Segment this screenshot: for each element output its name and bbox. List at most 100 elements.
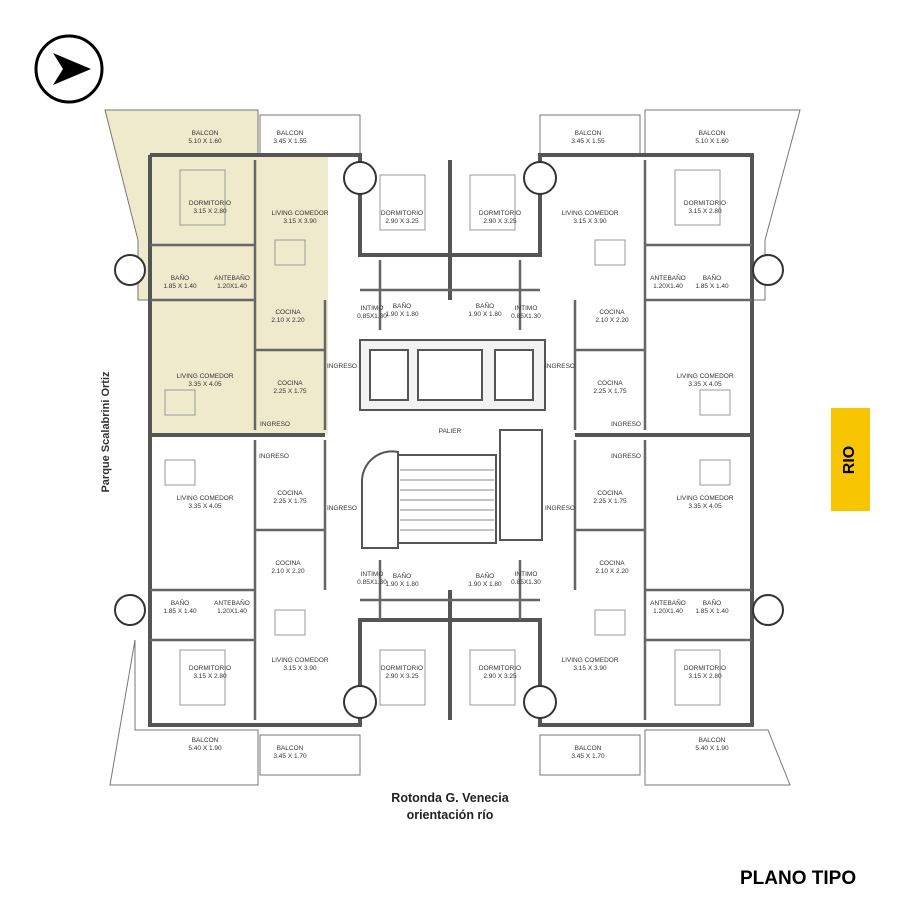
room-name-2: BALCON [575,130,602,137]
room-name-25: LIVING COMEDOR [676,373,733,380]
caption: Rotonda G. Venecia orientación río [360,790,540,824]
room-name-29: INGRESO [259,453,289,460]
page-title: PLANO TIPO [740,868,857,889]
room-name-51: LIVING COMEDOR [561,657,618,664]
room-name-45: ANTEBAÑO [650,598,686,607]
room-name-31: LIVING COMEDOR [176,495,233,502]
room-name-46: BAÑO [703,598,721,607]
room-dims-16: 1.90 X 1.80 [385,311,419,318]
room-name-5: LIVING COMEDOR [271,210,328,217]
north-arrow-icon [34,34,104,104]
caption-line-1: Rotonda G. Venecia [391,791,509,805]
room-dims-51: 3.15 X 3.90 [573,665,607,672]
room-name-43: BAÑO [171,598,189,607]
room-name-21: COCINA [277,380,303,387]
room-dims-13: 1.85 X 1.40 [695,283,729,290]
room-name-11: ANTEBAÑO [214,273,250,282]
room-name-32: COCINA [277,490,303,497]
room-name-22: INGRESO [327,363,357,370]
room-name-52: DORMITORIO [684,665,726,672]
room-name-0: BALCON [192,130,219,137]
room-name-6: DORMITORIO [381,210,423,217]
room-name-30: INGRESO [611,453,641,460]
room-name-47: DORMITORIO [189,665,231,672]
room-name-27: PALIER [439,428,462,435]
room-dims-38: 0.85X1.30 [357,579,387,586]
room-name-56: BALCON [699,737,726,744]
room-dims-24: 2.25 X 1.75 [593,388,627,395]
room-dims-21: 2.25 X 1.75 [273,388,307,395]
room-name-20: LIVING COMEDOR [176,373,233,380]
room-dims-50: 2.90 X 3.25 [483,673,517,680]
furniture [164,169,731,706]
room-dims-15: 0.85X1.30 [357,313,387,320]
room-name-7: DORMITORIO [479,210,521,217]
room-name-24: COCINA [597,380,623,387]
room-dims-53: 5.40 X 1.90 [188,745,222,752]
room-name-50: DORMITORIO [479,665,521,672]
columns [114,161,784,719]
room-dims-52: 3.15 X 2.80 [688,673,722,680]
room-dims-44: 1.20X1.40 [217,608,247,615]
river-label: RIO [841,445,859,474]
room-dims-1: 3.45 X 1.55 [273,138,307,145]
room-dims-25: 3.35 X 4.05 [688,381,722,388]
room-name-8: LIVING COMEDOR [561,210,618,217]
room-name-40: BAÑO [476,571,494,580]
room-name-39: BAÑO [393,571,411,580]
room-dims-39: 1.90 X 1.80 [385,581,419,588]
room-dims-35: 2.25 X 1.75 [593,498,627,505]
room-name-15: INTIMO [361,305,384,312]
stairs [400,469,494,531]
room-name-48: LIVING COMEDOR [271,657,328,664]
room-name-35: COCINA [597,490,623,497]
room-name-26: INGRESO [260,421,290,428]
room-dims-14: 2.10 X 2.20 [271,317,305,324]
room-name-14: COCINA [275,309,301,316]
room-name-41: INTIMO [515,571,538,578]
park-label: Parque Scalabrini Ortiz [100,371,112,493]
room-name-54: BALCON [277,745,304,752]
room-dims-0: 5.10 X 1.60 [188,138,222,145]
room-name-1: BALCON [277,130,304,137]
room-dims-56: 5.40 X 1.90 [695,745,729,752]
room-name-28: INGRESO [611,421,641,428]
room-dims-45: 1.20X1.40 [653,608,683,615]
room-dims-8: 3.15 X 3.90 [573,218,607,225]
room-name-4: DORMITORIO [189,200,231,207]
room-name-44: ANTEBAÑO [214,598,250,607]
room-dims-32: 2.25 X 1.75 [273,498,307,505]
room-name-10: BAÑO [171,273,189,282]
room-name-13: BAÑO [703,273,721,282]
room-dims-9: 3.15 X 2.80 [688,208,722,215]
room-dims-54: 3.45 X 1.70 [273,753,307,760]
room-dims-19: 2.10 X 2.20 [595,317,629,324]
room-name-19: COCINA [599,309,625,316]
room-dims-42: 2.10 X 2.20 [595,568,629,575]
room-name-49: DORMITORIO [381,665,423,672]
room-dims-48: 3.15 X 3.90 [283,665,317,672]
interior-walls [150,160,752,720]
room-name-34: INGRESO [545,505,575,512]
room-name-42: COCINA [599,560,625,567]
room-dims-2: 3.45 X 1.55 [571,138,605,145]
room-name-16: BAÑO [393,301,411,310]
room-name-17: BAÑO [476,301,494,310]
room-dims-17: 1.90 X 1.80 [468,311,502,318]
river-tab: RIO [831,408,870,511]
room-name-38: INTIMO [361,571,384,578]
room-dims-5: 3.15 X 3.90 [283,218,317,225]
room-dims-20: 3.35 X 4.05 [188,381,222,388]
room-dims-7: 2.90 X 3.25 [483,218,517,225]
room-dims-6: 2.90 X 3.25 [385,218,419,225]
room-dims-3: 5.10 X 1.60 [695,138,729,145]
room-dims-18: 0.85X1.30 [511,313,541,320]
room-dims-4: 3.15 X 2.80 [193,208,227,215]
room-name-33: INGRESO [327,505,357,512]
room-dims-12: 1.20X1.40 [653,283,683,290]
highlighted-unit [105,110,328,435]
room-dims-11: 1.20X1.40 [217,283,247,290]
room-name-53: BALCON [192,737,219,744]
